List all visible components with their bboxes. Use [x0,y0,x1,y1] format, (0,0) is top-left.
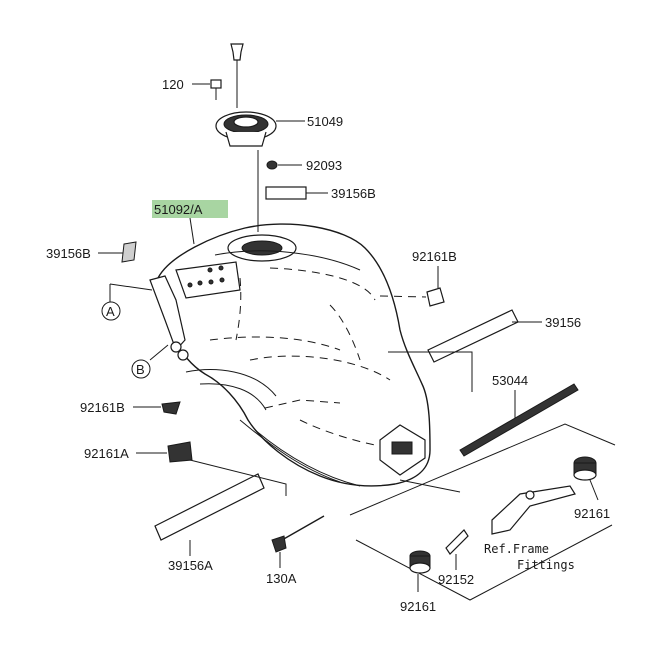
callout-a-letter: A [106,304,115,319]
pad-39156B-left[interactable] [121,241,137,263]
fuel-cap-bolt-top[interactable] [230,43,244,66]
guide-frame-bottom [355,524,613,601]
label-92161B-right[interactable]: 92161B [412,249,457,264]
label-ref-frame[interactable]: Ref.Frame [484,542,549,556]
bracket-frame-fitting[interactable] [491,485,576,535]
label-39156A[interactable]: 39156A [168,558,213,573]
guide-39156-box [388,351,473,392]
seal-53044[interactable] [459,383,579,457]
label-92161A[interactable]: 92161A [84,446,129,461]
label-92152[interactable]: 92152 [438,572,474,587]
guide-39156A [189,459,287,496]
fuel-cap-51049[interactable] [215,111,277,147]
label-92093[interactable]: 92093 [306,158,342,173]
leader-51092A [189,217,195,245]
label-ref-fittings[interactable]: Fittings [517,558,575,572]
label-53044[interactable]: 53044 [492,373,528,388]
label-92161-bottom[interactable]: 92161 [400,599,436,614]
callout-a-circle[interactable] [101,301,121,321]
pad-92161A[interactable] [167,441,193,463]
pad-92161B-right[interactable] [426,287,445,307]
label-130A[interactable]: 130A [266,571,297,586]
pad-39156B-top[interactable] [265,186,307,200]
label-120[interactable]: 120 [162,77,184,92]
label-39156[interactable]: 39156 [545,315,581,330]
callout-b-circle[interactable] [131,359,151,379]
callout-a-line [109,283,153,291]
guide-rear-mount [399,479,461,493]
label-39156B-left[interactable]: 39156B [46,246,91,261]
label-39156B-top[interactable]: 39156B [331,186,376,201]
pad-39156[interactable] [427,309,519,363]
callout-b-letter: B [136,362,145,377]
label-92161B-left[interactable]: 92161B [80,400,125,415]
label-51092A[interactable]: 51092/A [154,202,203,217]
pad-39156A[interactable] [154,473,265,541]
bolt-130A[interactable] [271,515,325,553]
pad-92161B-left[interactable] [161,401,181,415]
bolt-120[interactable] [210,79,222,100]
leader-92161-right [589,479,599,501]
label-51049[interactable]: 51049 [307,114,343,129]
guide-92161B-right [379,295,427,298]
label-92161-right[interactable]: 92161 [574,506,610,521]
damper-92161-bottom[interactable] [409,550,431,574]
callout-b-line [149,344,169,361]
collar-92152[interactable] [445,529,469,555]
label-51092A-highlight [152,200,228,218]
damper-92161-right[interactable] [573,456,597,481]
nut-92093[interactable] [266,160,278,170]
fuel-tank-51092A[interactable] [149,223,431,487]
